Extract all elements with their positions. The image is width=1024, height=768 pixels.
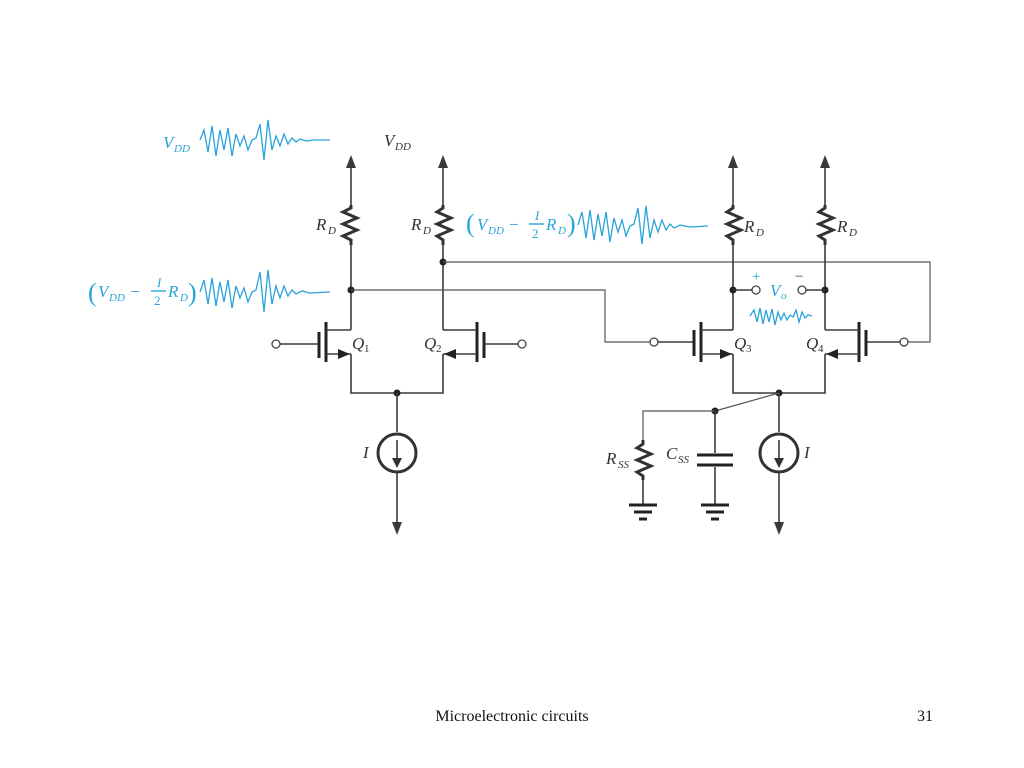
svg-text:1: 1 <box>364 343 370 355</box>
capacitor-css: C SS <box>666 411 733 521</box>
svg-text:D: D <box>422 225 431 237</box>
svg-text:o: o <box>781 290 787 302</box>
slide-footer-title: Microelectronic circuits <box>435 708 589 725</box>
right-differential-pair: R D R D + − V o Q 3 <box>605 155 868 535</box>
current-source-right: I <box>758 432 811 474</box>
svg-text:R: R <box>315 215 327 234</box>
drain-ripple-waveform-middle <box>577 205 709 245</box>
svg-text:2: 2 <box>532 226 539 241</box>
svg-text:−: − <box>795 269 803 285</box>
drain-voltage-annotation-middle: ( V DD − I 2 R D ) <box>466 205 709 245</box>
svg-text:3: 3 <box>746 343 752 355</box>
transistor-q3: Q 3 <box>692 322 752 362</box>
svg-text:V: V <box>477 215 490 234</box>
svg-text:R: R <box>167 282 179 301</box>
svg-text:V: V <box>770 281 783 300</box>
supply-arrow-up-icon <box>346 155 356 168</box>
svg-text:DD: DD <box>487 225 504 237</box>
left-differential-pair: R D R D Q 1 Q 2 <box>271 155 527 535</box>
svg-text:DD: DD <box>394 141 411 153</box>
vdd-annotation: V DD <box>163 119 330 161</box>
svg-text:−: − <box>130 282 140 301</box>
svg-text:I: I <box>362 443 370 462</box>
svg-text:R: R <box>605 449 617 468</box>
svg-text:DD: DD <box>108 292 125 304</box>
vdd-ripple-waveform <box>199 119 330 161</box>
input-terminal-q1 <box>271 339 281 349</box>
svg-text:2: 2 <box>436 343 442 355</box>
svg-text:+: + <box>752 269 760 285</box>
output-ripple-waveform <box>749 307 813 326</box>
supply-arrow-up-icon <box>438 155 448 168</box>
svg-text:Q: Q <box>352 334 364 353</box>
svg-text:R: R <box>743 217 755 236</box>
svg-text:SS: SS <box>618 459 630 471</box>
ground-arrow-down-icon <box>392 522 402 535</box>
output-vo: + − V o <box>729 269 829 326</box>
svg-text:(: ( <box>466 209 475 238</box>
svg-text:DD: DD <box>173 143 190 155</box>
resistor-rd-q1 <box>339 205 361 245</box>
svg-text:(: ( <box>88 278 97 307</box>
wire-q2-drain-to-q4-gate <box>443 261 931 343</box>
vdd-label-top: V DD <box>384 131 411 153</box>
svg-text:R: R <box>836 217 848 236</box>
transistor-q4: Q 4 <box>806 322 868 362</box>
page-number: 31 <box>917 708 933 725</box>
resistor-rss: R SS <box>605 440 657 521</box>
svg-text:Q: Q <box>424 334 436 353</box>
supply-arrow-up-icon <box>820 155 830 168</box>
input-terminal-q3 <box>649 337 659 347</box>
svg-text:Q: Q <box>734 334 746 353</box>
resistor-rd-q3 <box>723 205 745 245</box>
transistor-q2: Q 2 <box>424 322 527 362</box>
svg-text:D: D <box>848 227 857 239</box>
svg-text:I: I <box>534 208 540 223</box>
svg-text:V: V <box>98 282 111 301</box>
input-terminal-q4 <box>899 337 909 347</box>
svg-text:V: V <box>384 131 397 150</box>
ground-arrow-down-icon <box>774 522 784 535</box>
transistor-q1: Q 1 <box>271 322 370 362</box>
svg-text:): ) <box>188 278 197 307</box>
svg-text:D: D <box>179 292 188 304</box>
svg-text:4: 4 <box>818 343 824 355</box>
svg-text:D: D <box>557 225 566 237</box>
svg-text:2: 2 <box>154 293 161 308</box>
svg-text:Q: Q <box>806 334 818 353</box>
output-terminal-plus <box>751 285 761 295</box>
svg-text:I: I <box>803 443 811 462</box>
current-source-left: I <box>362 432 418 474</box>
drain-ripple-waveform-left <box>199 269 331 313</box>
svg-text:D: D <box>327 225 336 237</box>
svg-text:SS: SS <box>678 454 690 466</box>
input-terminal-q2 <box>517 339 527 349</box>
svg-text:V: V <box>163 133 176 152</box>
supply-arrow-up-icon <box>728 155 738 168</box>
resistor-rd-q4 <box>815 205 837 245</box>
svg-text:): ) <box>567 209 576 238</box>
resistor-rd-q2 <box>433 205 455 245</box>
svg-text:R: R <box>545 215 557 234</box>
wire-q1-drain-to-q3-gate <box>351 289 650 343</box>
svg-text:D: D <box>755 227 764 239</box>
output-terminal-minus <box>797 285 807 295</box>
svg-text:−: − <box>509 215 519 234</box>
svg-text:R: R <box>410 215 422 234</box>
svg-text:C: C <box>666 444 678 463</box>
drain-voltage-annotation-left: ( V DD − I 2 R D ) <box>88 269 331 313</box>
svg-text:I: I <box>156 275 162 290</box>
